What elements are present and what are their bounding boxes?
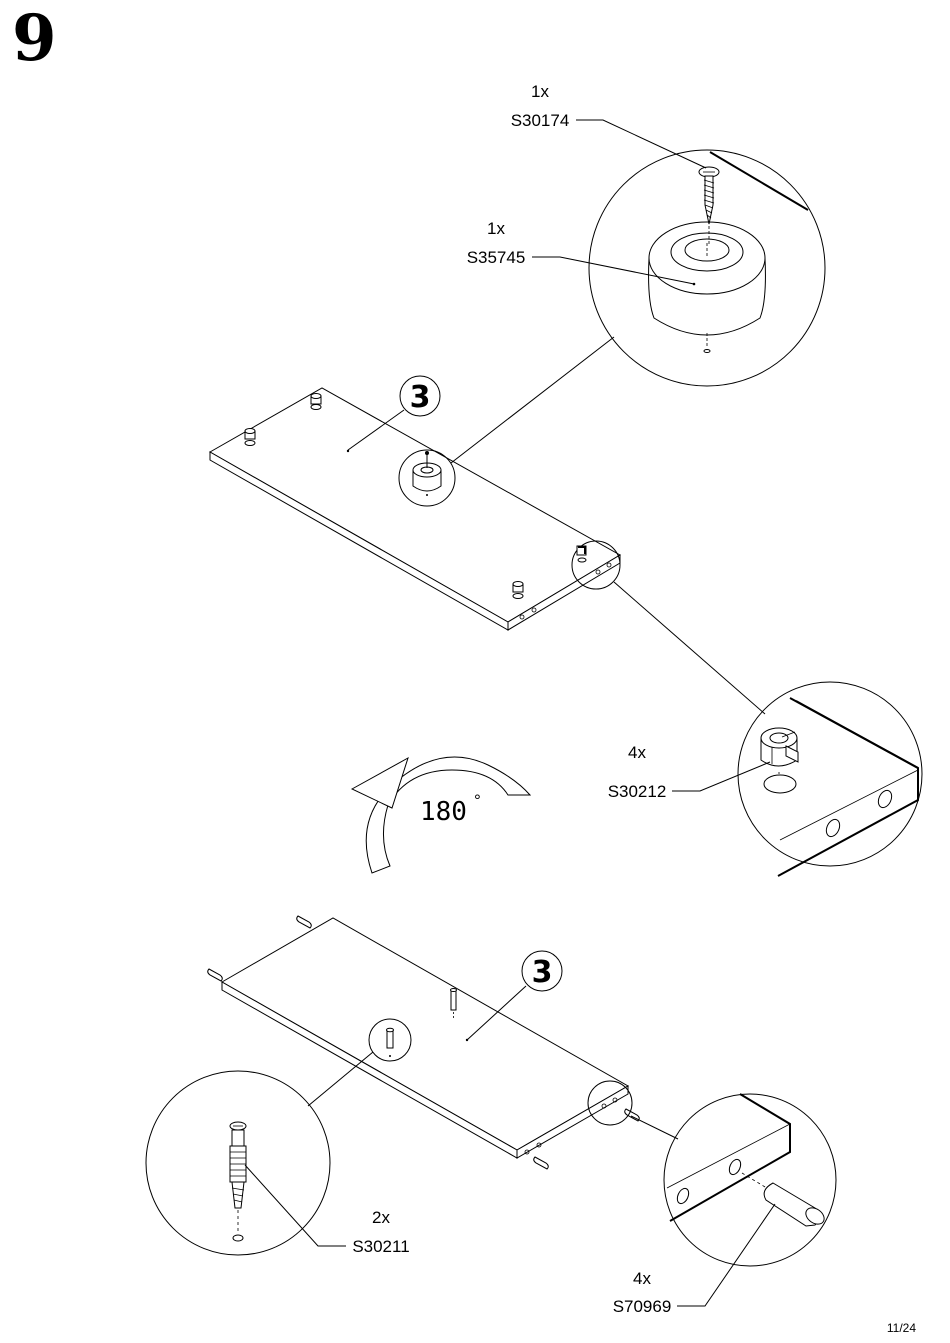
bolt-detail-circle-small	[368, 1018, 412, 1062]
part-code: S70969	[613, 1297, 672, 1316]
part-code: S30211	[352, 1237, 409, 1256]
edge-hole	[728, 1158, 742, 1176]
rotation-label: 180	[420, 797, 467, 827]
corner-detail-circle-small	[587, 1080, 633, 1126]
cam-lock-small	[512, 581, 524, 599]
leader-line	[244, 1164, 346, 1247]
part-qty: 4x	[628, 743, 646, 762]
cam-lock-small	[310, 393, 322, 410]
cam-lock-icon	[760, 727, 799, 778]
edge-hole	[601, 1103, 607, 1109]
leader-line	[613, 581, 766, 715]
step-number: 9	[12, 1, 57, 76]
foot-detail	[588, 149, 826, 387]
edge-hole	[612, 1097, 618, 1103]
top-panel-group: 3	[208, 336, 766, 715]
cam-lock-corner-small	[576, 545, 587, 563]
cam-lock-detail-circle	[737, 681, 923, 867]
part-code: S35745	[467, 248, 526, 267]
panel-ref-badge	[399, 375, 441, 417]
rotation-symbol: °	[474, 791, 481, 810]
edge-hole	[606, 562, 612, 568]
panel-corner-outline	[777, 697, 919, 877]
edge-hole	[595, 569, 601, 575]
cam-bolt-icon	[229, 1121, 247, 1242]
leader-line	[532, 256, 695, 285]
screw-icon	[698, 166, 720, 244]
wooden-dowel-icon	[763, 1182, 825, 1227]
page-number: 11/24	[887, 1321, 916, 1335]
panel-top-face	[220, 917, 630, 1151]
part-code: S30212	[608, 782, 667, 801]
part-qty: 1x	[531, 82, 549, 101]
leader-line	[630, 1115, 679, 1140]
foot-detail-circle-small	[398, 449, 456, 507]
panel-top-face	[208, 387, 621, 623]
panel-ref-number: 3	[410, 380, 431, 415]
part-code: S30174	[511, 111, 570, 130]
dowel-detail	[663, 1093, 837, 1267]
panel-edge-line	[709, 151, 809, 211]
wooden-dowel-small	[296, 915, 312, 929]
cam-lock-small	[244, 428, 256, 446]
leader-line	[466, 985, 527, 1041]
leader-line	[677, 1203, 776, 1307]
edge-hole	[676, 1187, 690, 1205]
cam-lock-detail	[737, 681, 923, 877]
bottom-panel-group: 3	[207, 915, 679, 1170]
edge-hole	[536, 1142, 542, 1148]
part-qty: 1x	[487, 219, 505, 238]
cam-bolt-detail	[145, 1070, 331, 1256]
leader-line	[576, 119, 707, 169]
edge-hole	[531, 607, 537, 613]
edge-hole	[524, 1149, 530, 1155]
wooden-dowel-small	[533, 1156, 549, 1170]
edge-hole	[877, 789, 893, 809]
part-qty: 4x	[633, 1269, 651, 1288]
cam-bolt-small	[450, 988, 457, 1020]
panel-ref-badge	[521, 950, 563, 992]
cam-bolt-in-circle	[386, 1027, 394, 1057]
leader-line	[307, 1051, 374, 1107]
dowel-detail-circle	[663, 1093, 837, 1267]
panel-ref-number: 3	[532, 955, 553, 990]
cam-hole	[763, 774, 797, 794]
wooden-dowel-small	[207, 968, 223, 982]
leader-line	[450, 336, 615, 464]
edge-hole	[519, 614, 525, 620]
part-qty: 2x	[372, 1208, 390, 1227]
cam-bolt-detail-circle	[145, 1070, 331, 1256]
edge-hole	[825, 818, 841, 838]
furniture-foot-small	[412, 451, 442, 496]
leader-line	[347, 409, 405, 451]
panel-side-edge	[516, 1085, 629, 1159]
foot-detail-circle	[588, 149, 826, 387]
panel-corner-outline	[669, 1093, 791, 1222]
corner-detail-circle-small	[571, 540, 621, 590]
leader-line	[672, 761, 771, 792]
rotate-arrow-icon: 180 °	[350, 756, 532, 874]
